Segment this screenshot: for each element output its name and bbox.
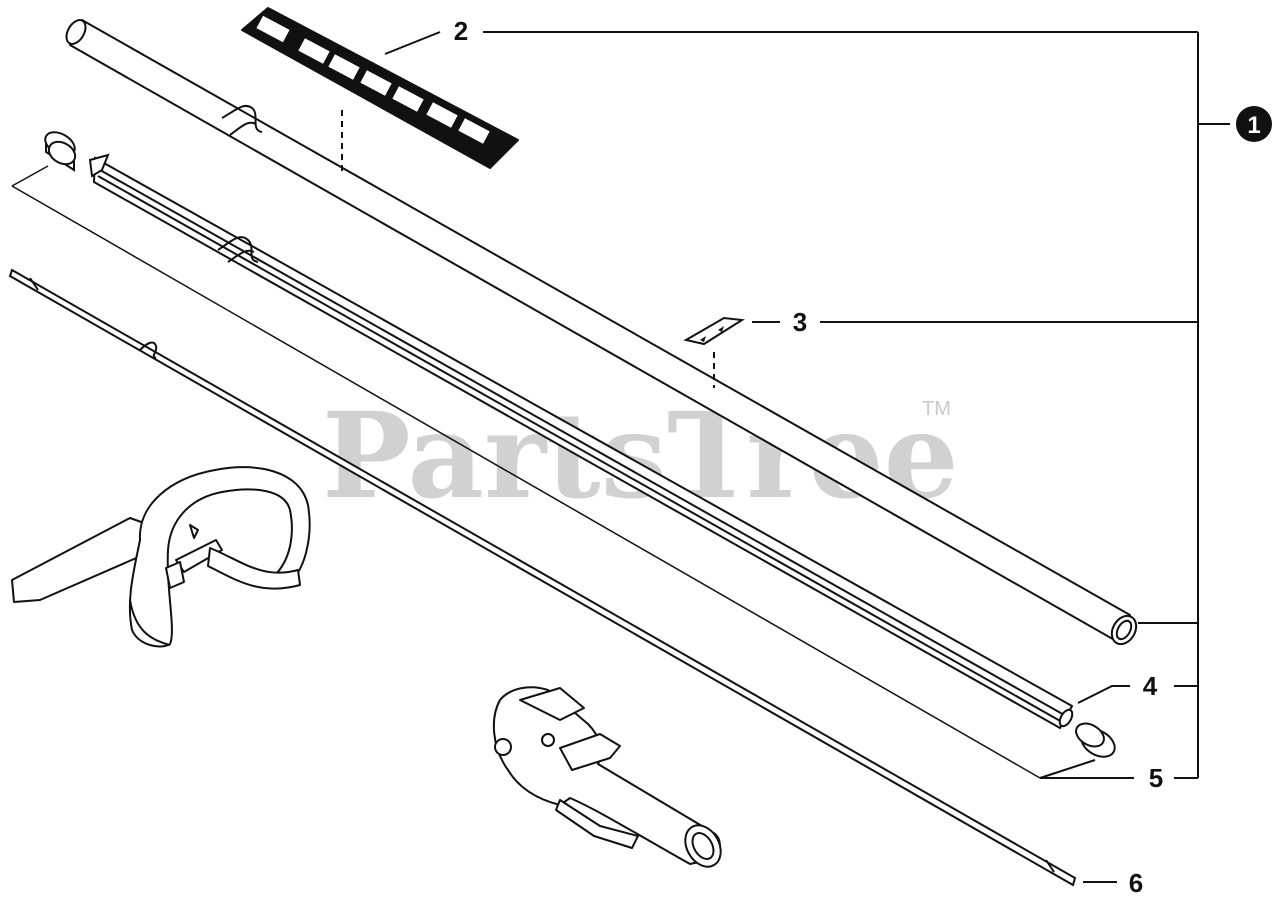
collar-left — [44, 131, 77, 172]
safety-decal — [241, 7, 519, 172]
callout-6: 6 — [1083, 868, 1143, 898]
loop-handle — [11, 466, 311, 648]
drive-shaft — [8, 268, 1077, 887]
bracket-lines — [483, 31, 1230, 779]
callout-4: 4 — [1077, 671, 1158, 704]
throttle-handle — [492, 686, 722, 868]
callout-3: 3 — [752, 307, 807, 337]
direction-label — [683, 316, 745, 388]
watermark-text: PartsTree — [322, 386, 959, 525]
callout-2: 2 — [384, 16, 468, 55]
svg-text:5: 5 — [1149, 763, 1163, 793]
collar-right — [1075, 722, 1116, 758]
callout-5: 5 — [1039, 759, 1163, 793]
svg-text:6: 6 — [1129, 868, 1143, 898]
svg-text:2: 2 — [454, 16, 468, 46]
liner-tube — [88, 153, 1074, 730]
alignment-lines — [11, 165, 1041, 779]
watermark-trademark: TM — [922, 398, 951, 420]
outer-tube — [65, 19, 1138, 646]
svg-text:1: 1 — [1247, 112, 1260, 139]
svg-text:4: 4 — [1143, 671, 1158, 701]
svg-text:3: 3 — [793, 307, 807, 337]
callout-1: 1 — [1236, 106, 1272, 142]
